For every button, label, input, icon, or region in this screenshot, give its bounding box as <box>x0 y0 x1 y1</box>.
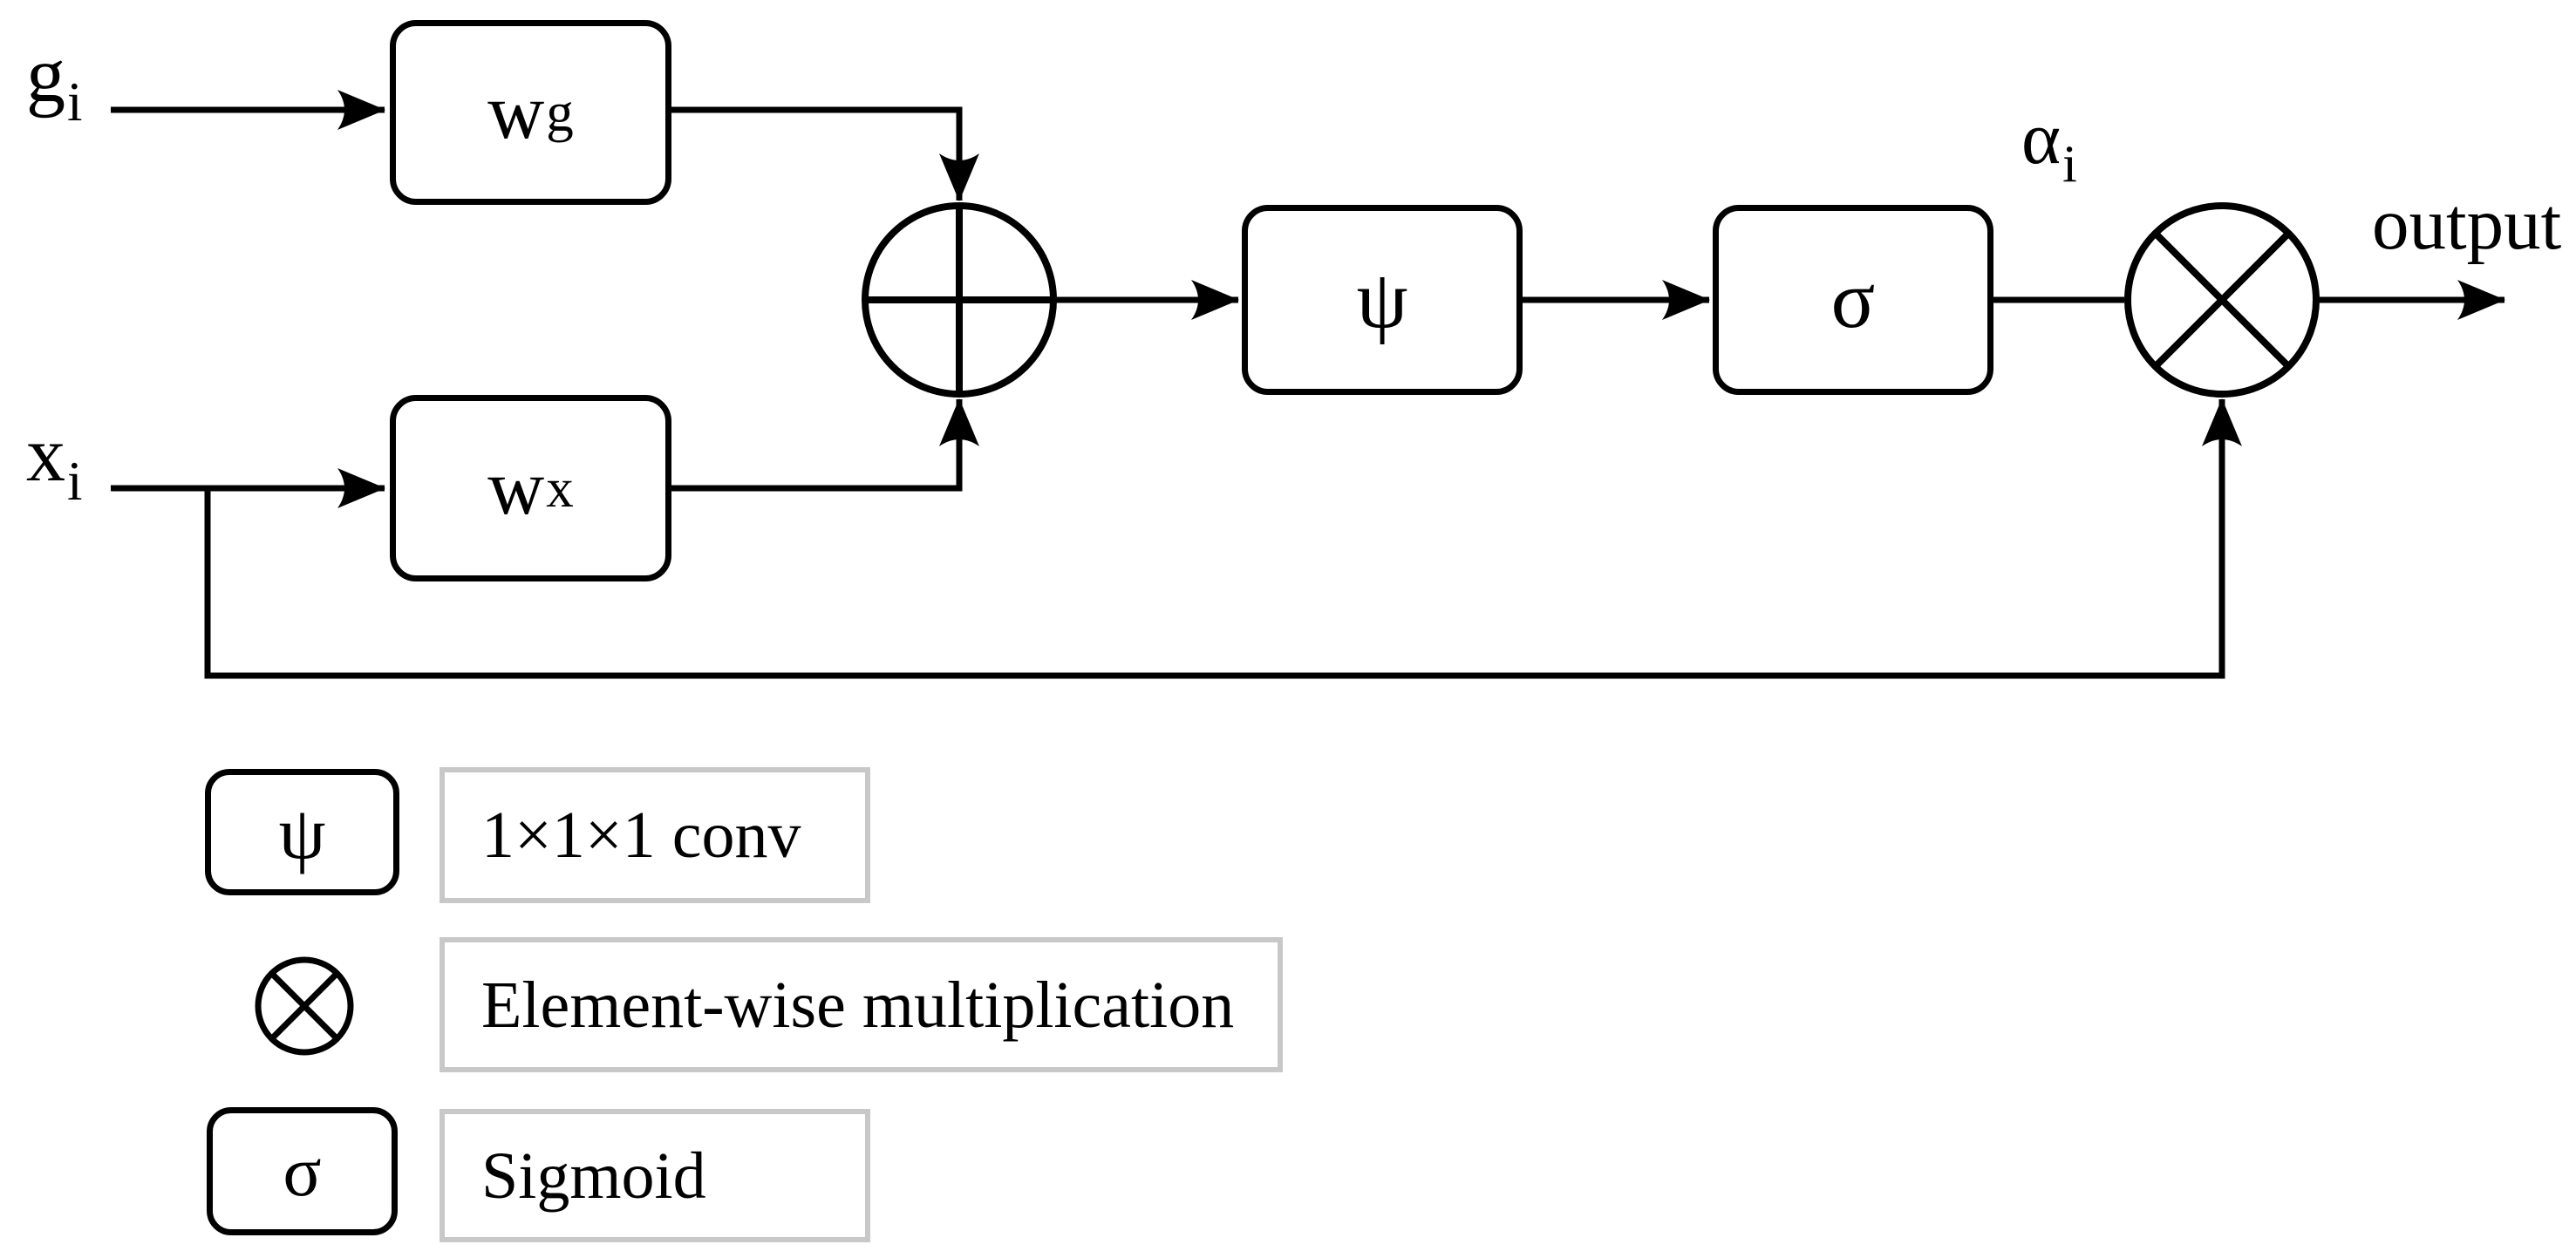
plus-cross <box>867 207 1052 392</box>
edge-wx-to-sum <box>671 398 979 492</box>
block-psi-label: ψ <box>1356 255 1408 345</box>
edge-wg-to-sum <box>671 106 979 201</box>
alpha-base: α <box>2021 96 2061 180</box>
legend-psi-symbol-box: ψ <box>205 769 399 895</box>
legend-multiply-symbol <box>255 956 354 1056</box>
times-cross <box>2153 231 2291 369</box>
alpha-label: αi <box>2021 100 2077 191</box>
legend-item-conv: 1×1×1 conv <box>440 767 870 903</box>
legend-psi-symbol: ψ <box>278 790 326 874</box>
input-g-base: g <box>26 32 65 119</box>
multiply-node <box>2124 202 2320 398</box>
legend-conv-label: 1×1×1 conv <box>481 799 801 872</box>
legend-sigmoid-label: Sigmoid <box>481 1139 706 1213</box>
alpha-subscript: i <box>2062 135 2077 194</box>
legend-item-multiplication: Element-wise multiplication <box>440 937 1283 1072</box>
input-x-subscript: i <box>67 451 83 513</box>
edge-xi-feedback-to-multiply <box>204 398 2242 679</box>
input-label-x: xi <box>26 416 83 509</box>
legend-sigma-symbol: σ <box>283 1131 322 1211</box>
input-label-g: gi <box>26 37 83 130</box>
block-sigma: σ <box>1713 205 1993 395</box>
legend-sigma-symbol-box: σ <box>207 1107 398 1235</box>
sum-node <box>862 202 1057 398</box>
output-label: output <box>2372 183 2562 265</box>
block-psi: ψ <box>1242 205 1523 395</box>
block-wg-base: w <box>487 69 545 155</box>
input-x-base: x <box>26 411 65 498</box>
block-wx-base: w <box>487 445 545 531</box>
times-cross <box>269 971 339 1041</box>
block-sigma-label: σ <box>1830 255 1876 345</box>
legend-multiplication-label: Element-wise multiplication <box>481 968 1235 1042</box>
legend-item-sigmoid: Sigmoid <box>440 1109 870 1242</box>
input-g-subscript: i <box>67 71 83 133</box>
